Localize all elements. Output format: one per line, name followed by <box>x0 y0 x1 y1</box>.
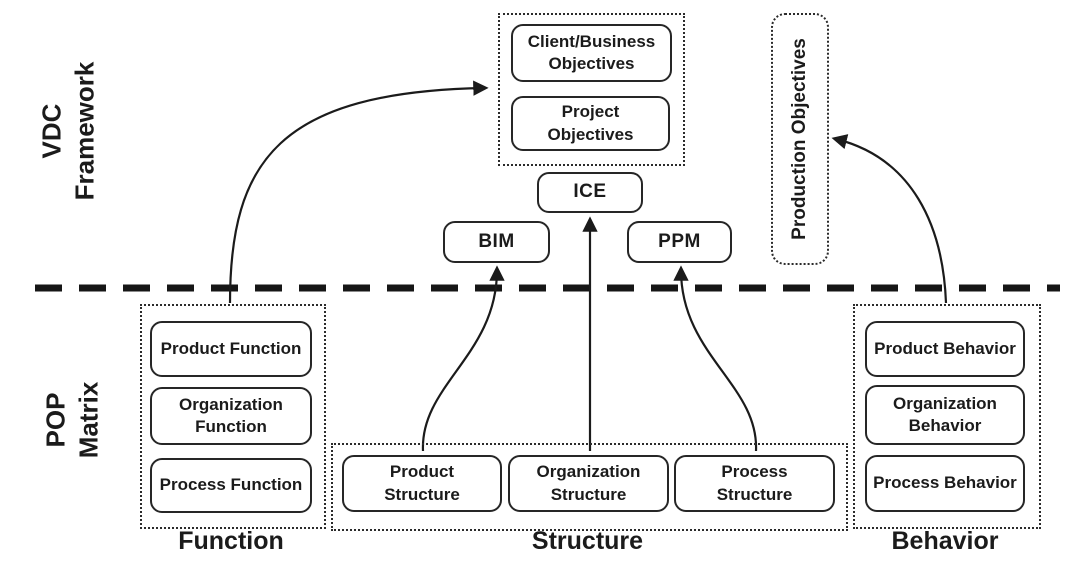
process-structure-label: Process Structure <box>716 462 793 504</box>
pop-matrix-label-line2: Matrix <box>73 381 103 459</box>
production-objectives-box: Production Objectives <box>771 13 829 265</box>
bim-box: BIM <box>443 221 550 263</box>
arrow-process-structure-to-ppm <box>673 265 758 452</box>
process-function-label: Process Function <box>159 475 303 495</box>
product-behavior-label: Product Behavior <box>874 338 1016 358</box>
organization-structure-label: Organization Structure <box>536 462 641 504</box>
product-structure-box: Product Structure <box>342 455 502 512</box>
function-group <box>140 304 326 529</box>
arrow-product-structure-to-bim <box>421 265 505 452</box>
product-function-box: Product Function <box>150 321 312 377</box>
client-business-objectives-box: Client/Business Objectives <box>511 24 672 82</box>
arrow-behavior-to-production-objectives <box>831 134 948 304</box>
production-objectives-label: Production Objectives <box>789 38 810 240</box>
vdc-framework-label-line2: Framework <box>69 61 99 201</box>
organization-structure-box: Organization Structure <box>508 455 669 512</box>
ppm-label: PPM <box>658 230 701 252</box>
organization-function-box: Organization Function <box>150 387 312 445</box>
behavior-group <box>853 304 1041 529</box>
pop-matrix-label-line1: POP <box>40 392 71 448</box>
project-objectives-label: Project Objectives <box>547 102 634 144</box>
ice-box: ICE <box>537 172 643 213</box>
vdc-framework-section-label: VDC Framework <box>36 62 101 201</box>
product-behavior-box: Product Behavior <box>865 321 1025 377</box>
process-structure-box: Process Structure <box>674 455 835 512</box>
objectives-group <box>498 13 685 166</box>
process-behavior-box: Process Behavior <box>865 455 1025 512</box>
pop-matrix-section-label: POP Matrix <box>40 382 105 459</box>
organization-function-label: Organization Function <box>179 394 283 436</box>
product-structure-label: Product Structure <box>384 462 460 504</box>
ppm-box: PPM <box>627 221 732 263</box>
client-business-objectives-label: Client/Business Objectives <box>527 31 656 73</box>
organization-behavior-box: Organization Behavior <box>865 385 1025 445</box>
bim-label: BIM <box>478 230 515 252</box>
vdc-framework-label-line1: VDC <box>36 103 67 159</box>
project-objectives-box: Project Objectives <box>511 96 670 151</box>
arrow-function-to-objectives <box>228 80 489 304</box>
process-behavior-label: Process Behavior <box>873 473 1017 493</box>
structure-group <box>331 443 848 531</box>
ice-label: ICE <box>573 181 607 203</box>
function-column-label: Function <box>178 527 284 555</box>
process-function-box: Process Function <box>150 458 312 513</box>
organization-behavior-label: Organization Behavior <box>893 393 997 435</box>
behavior-column-label: Behavior <box>891 527 999 555</box>
structure-column-label: Structure <box>531 527 644 555</box>
product-function-label: Product Function <box>160 338 302 358</box>
